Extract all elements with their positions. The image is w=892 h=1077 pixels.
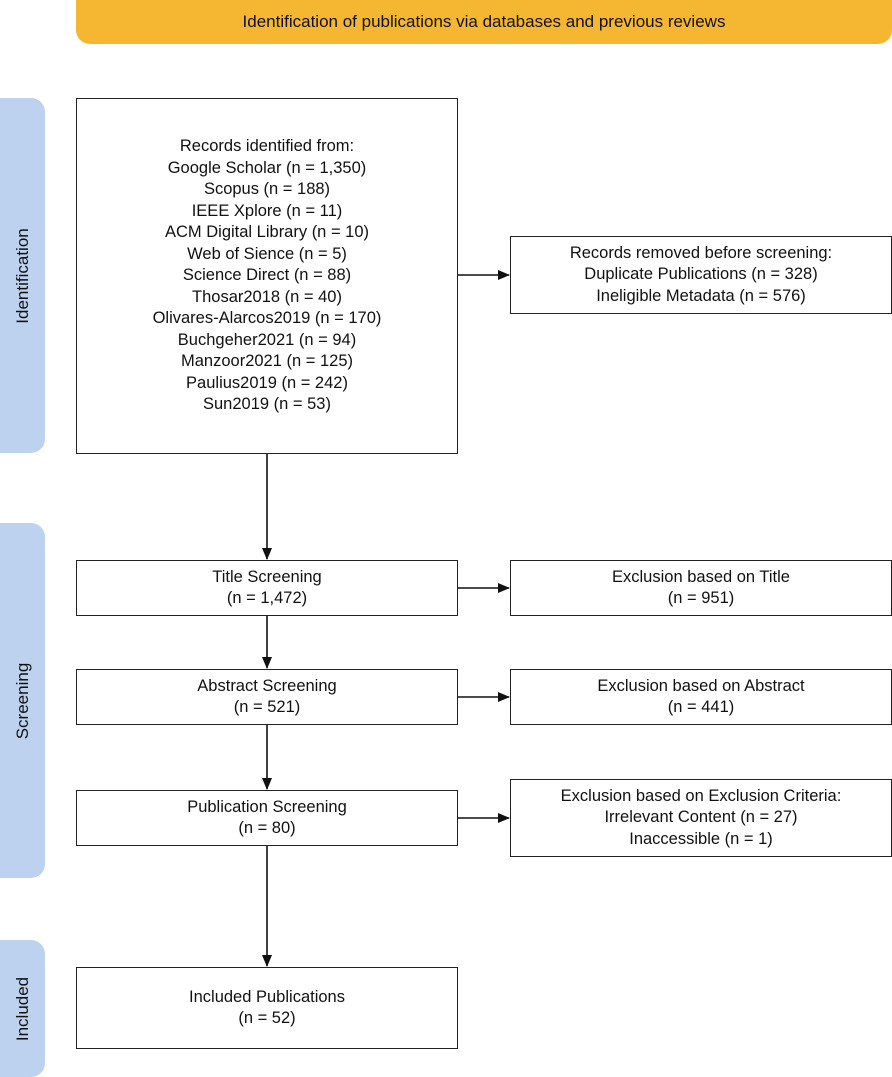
box-line: Exclusion based on Exclusion Criteria: [560,786,842,805]
box-line: Exclusion based on Title [612,567,790,586]
records-identified-box: Records identified from: Google Scholar … [76,98,458,454]
box-line: Web of Sience (n = 5) [187,244,347,263]
box-line: Olivares-Alarcos2019 (n = 170) [152,309,382,328]
abstract-screening-box: Abstract Screening (n = 521) [76,669,458,725]
box-line: Records identified from: [179,137,355,156]
header-title: Identification of publications via datab… [242,12,726,31]
records-removed-box: Records removed before screening: Duplic… [510,236,892,314]
box-line: Included Publications [189,987,345,1006]
phase-identification: Identification [0,98,45,453]
box-line: Duplicate Publications (n = 328) [584,265,818,284]
box-line: (n = 951) [667,589,735,607]
box-line: (n = 80) [238,819,296,837]
box-line: (n = 441) [667,698,735,716]
box-line: (n = 52) [238,1009,296,1027]
phase-screening: Screening [0,523,45,878]
box-line: ACM Digital Library (n = 10) [164,223,370,242]
box-line: Manzoor2021 (n = 125) [181,352,353,371]
box-line: Sun2019 (n = 53) [203,395,331,414]
box-line: (n = 1,472) [226,589,308,607]
box-line: Records removed before screening: [569,243,833,262]
box-line: Ineligible Metadata (n = 576) [596,286,806,305]
box-line: Irrelevant Content (n = 27) [604,808,798,827]
box-line: Thosar2018 (n = 40) [192,287,342,306]
phase-included: Included [0,940,45,1077]
publication-screening-box: Publication Screening (n = 80) [76,790,458,846]
exclusion-criteria-box: Exclusion based on Exclusion Criteria: I… [510,779,892,857]
box-line: Science Direct (n = 88) [182,266,352,285]
box-line: (n = 521) [233,698,301,716]
box-line: IEEE Xplore (n = 11) [191,201,343,220]
included-publications-box: Included Publications (n = 52) [76,967,458,1049]
box-line: Publication Screening [187,797,347,816]
box-line: Scopus (n = 188) [203,180,331,199]
box-line: Paulius2019 (n = 242) [186,373,348,392]
title-screening-box: Title Screening (n = 1,472) [76,560,458,616]
box-line: Inaccessible (n = 1) [629,829,773,848]
exclusion-abstract-box: Exclusion based on Abstract (n = 441) [510,669,892,725]
box-line: Abstract Screening [197,676,337,695]
box-line: Buchgeher2021 (n = 94) [177,330,357,349]
box-line: Title Screening [212,567,322,586]
header-banner: Identification of publications via datab… [76,0,892,44]
box-line: Google Scholar (n = 1,350) [167,158,367,177]
box-line: Exclusion based on Abstract [597,676,805,695]
